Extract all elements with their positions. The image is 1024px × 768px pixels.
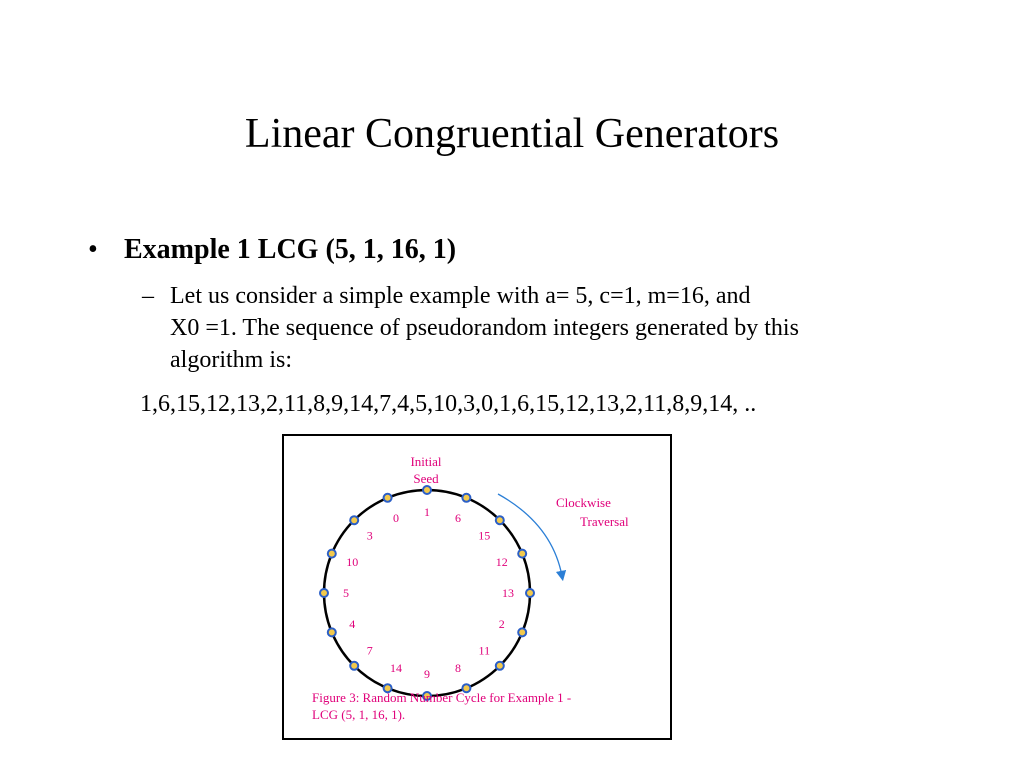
- cycle-node-label: 14: [390, 661, 402, 675]
- cycle-node: [494, 515, 505, 526]
- caption-line-2: LCG (5, 1, 16, 1).: [312, 707, 405, 722]
- cycle-node: [382, 492, 393, 503]
- cycle-node: [319, 588, 329, 598]
- cycle-node-label: 11: [479, 643, 491, 657]
- cycle-node: [517, 548, 528, 559]
- cycle-node: [382, 683, 393, 694]
- bullet-marker: •: [88, 234, 98, 265]
- cycle-node: [349, 515, 360, 526]
- cycle-node: [326, 548, 337, 559]
- cycle-node-label: 1: [424, 505, 430, 519]
- sub-bullet: – Let us consider a simple example with …: [142, 280, 942, 376]
- sub-bullet-line-1: Let us consider a simple example with a=…: [170, 283, 751, 309]
- cycle-node-label: 7: [367, 643, 373, 657]
- cycle-node-label: 9: [424, 667, 430, 681]
- cycle-node: [525, 588, 535, 598]
- direction-label-line-1: Clockwise: [556, 495, 611, 510]
- cycle-node: [517, 627, 528, 638]
- cycle-diagram: 1 6 15 12 13 2 11 8 9 14 74 5 10 3 0 Initial Seed Cloc…: [312, 454, 629, 722]
- cycle-node: [326, 627, 337, 638]
- bullet-item: • Example 1 LCG (5, 1, 16, 1): [88, 232, 456, 268]
- bullet-text: Example 1 LCG (5, 1, 16, 1): [124, 234, 457, 265]
- slide-title: Linear Congruential Generators: [244, 111, 780, 157]
- cycle-node-label: 8: [455, 661, 461, 675]
- seed-label-line-1: Initial: [410, 454, 441, 469]
- cycle-node: [422, 485, 432, 495]
- cycle-node: [461, 492, 472, 503]
- cycle-node-label: 4: [349, 617, 355, 631]
- cycle-node: [422, 691, 432, 701]
- clockwise-arrow: [497, 493, 567, 582]
- cycle-node-label: 15: [478, 529, 490, 543]
- cycle-node-label: 6: [455, 511, 461, 525]
- cycle-node: [349, 660, 360, 671]
- sub-bullet-marker: –: [142, 283, 154, 309]
- cycle-node-label: 3: [367, 529, 373, 543]
- cycle-node-label: 10: [346, 555, 358, 569]
- cycle-node-label: 5: [343, 586, 349, 600]
- seed-label-line-2: Seed: [413, 471, 439, 486]
- cycle-node: [494, 660, 505, 671]
- sequence-text: 1,6,15,12,13,2,11,8,9,14,7,4,5,10,3,0,1,…: [140, 391, 757, 417]
- cycle-node-label: 13: [502, 586, 514, 600]
- sub-bullet-line-2: X0 =1. The sequence of pseudorandom inte…: [170, 315, 799, 341]
- cycle-node-label: 0: [393, 511, 399, 525]
- caption-line-1: Figure 3: Random Number Cycle for Exampl…: [312, 690, 571, 705]
- sub-bullet-line-3: algorithm is:: [170, 347, 292, 373]
- cycle-node-label: 12: [496, 555, 508, 569]
- cycle-node: [461, 683, 472, 694]
- direction-label-line-2: Traversal: [580, 514, 629, 529]
- cycle-node-label: 2: [499, 617, 505, 631]
